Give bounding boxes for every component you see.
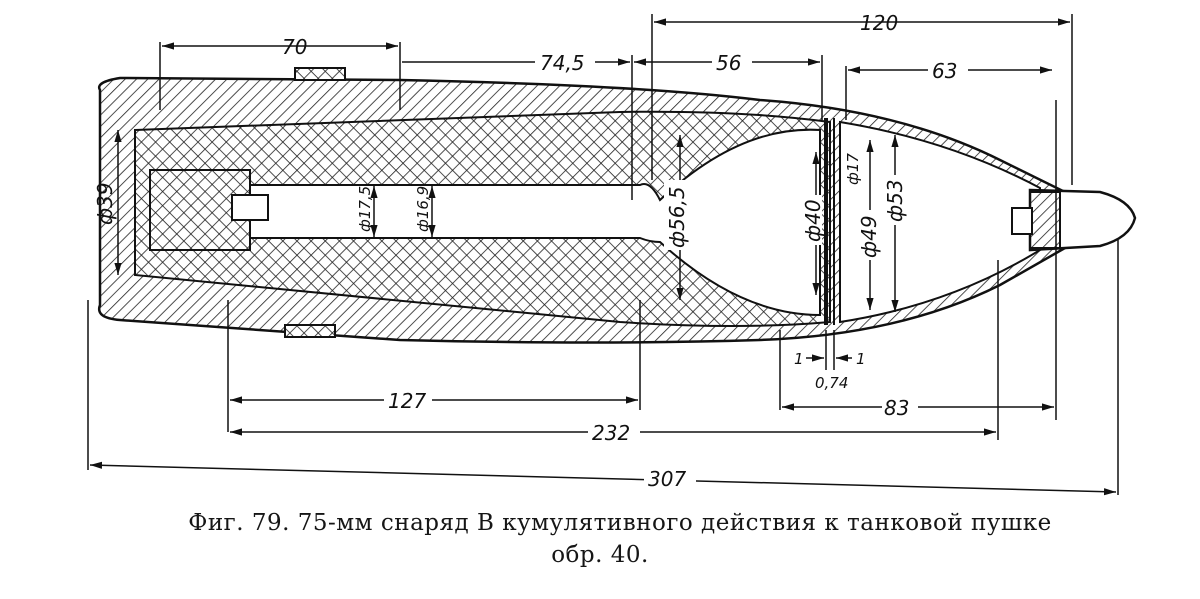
dim-phi39: ф39	[93, 182, 117, 225]
figure-caption: Фиг. 79. 75-мм снаряд В кумулятивного де…	[188, 510, 1052, 536]
dim-120: 120	[860, 11, 898, 35]
dim-phi17: ф17	[844, 153, 862, 185]
dim-phi40: ф40	[801, 199, 825, 242]
dim-74-5: 74,5	[540, 51, 585, 75]
dim-1-left: 1	[794, 350, 804, 368]
rotating-band-bottom	[284, 324, 336, 338]
dim-phi56-5: ф56,5	[665, 186, 689, 248]
dim-83: 83	[884, 396, 909, 420]
central-channel	[239, 128, 821, 317]
dimension-lines	[87, 14, 1119, 496]
dim-232: 232	[592, 421, 630, 445]
dim-127: 127	[388, 389, 426, 413]
dim-phi53: ф53	[883, 179, 907, 222]
dim-70: 70	[282, 35, 307, 59]
rotating-band-top	[294, 67, 346, 81]
dim-307: 307	[648, 467, 686, 491]
dim-63: 63	[932, 59, 957, 83]
dim-phi16-9: ф16,9	[414, 186, 432, 232]
dimension-labels: 70 120 74,5 56 63 ф39 ф17,5 ф16,9 ф56,5 …	[93, 11, 968, 491]
figure-caption-line2: обр. 40.	[551, 542, 649, 568]
dim-0-74: 0,74	[815, 374, 848, 392]
dim-56: 56	[716, 51, 741, 75]
dim-phi17-5: ф17,5	[356, 186, 374, 232]
dim-1-right: 1	[856, 350, 866, 368]
dim-phi49: ф49	[857, 215, 881, 258]
